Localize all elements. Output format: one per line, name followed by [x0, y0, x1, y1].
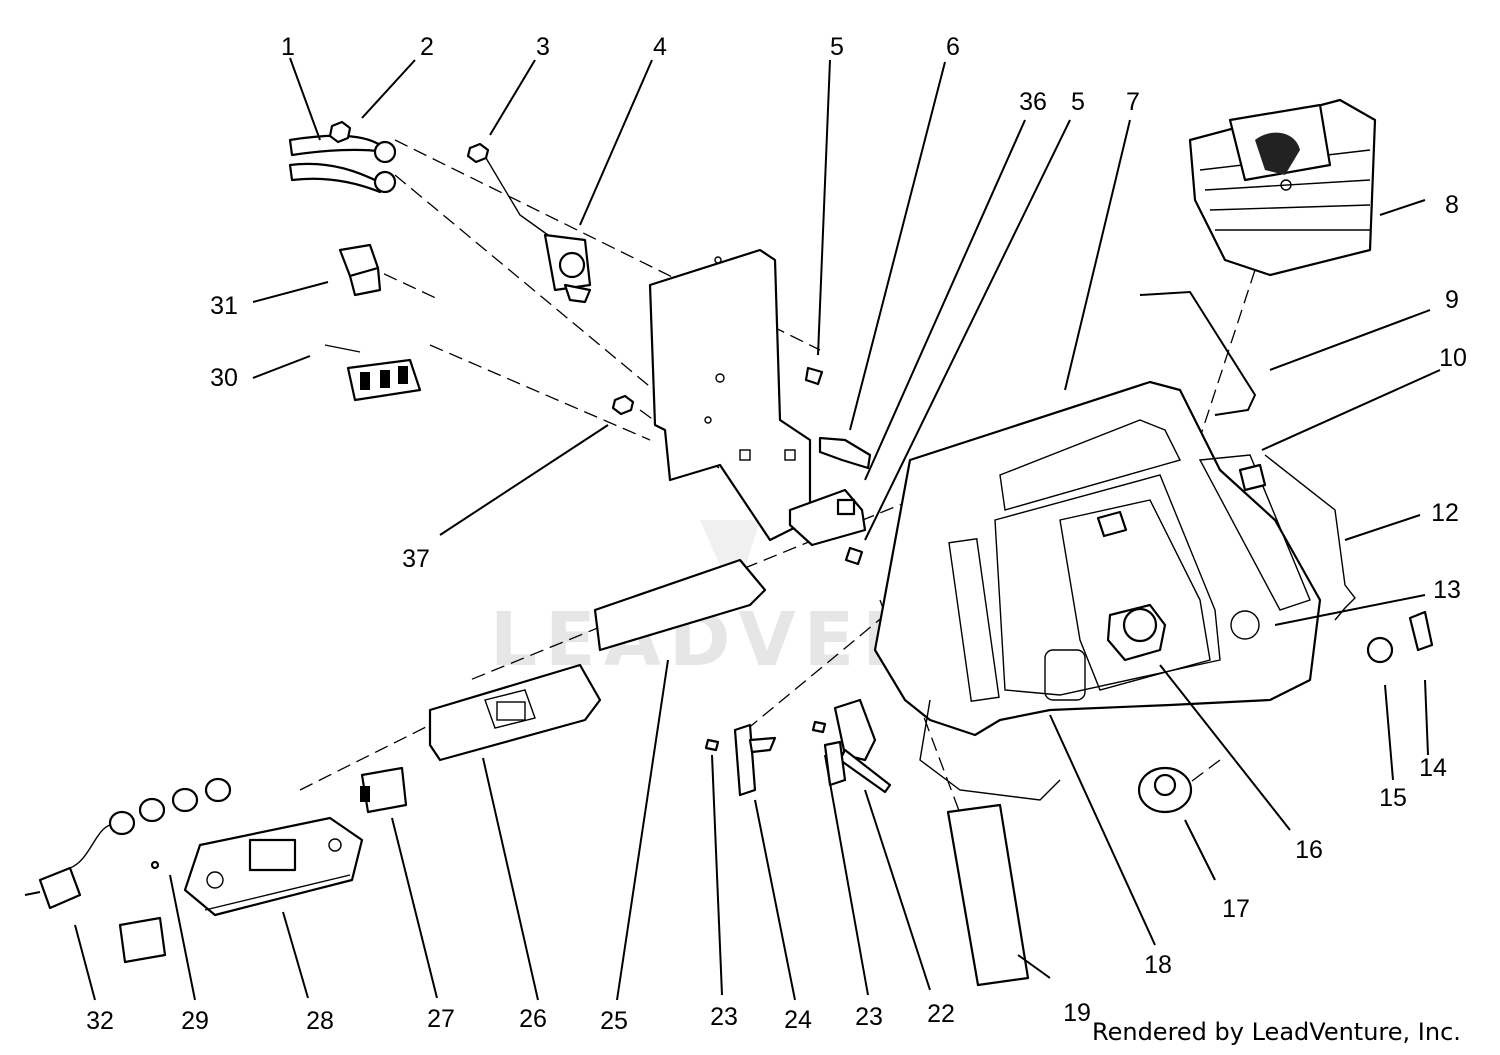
battery-cables [288, 134, 397, 194]
callout-30: 30 [210, 364, 238, 392]
callout-18: 18 [1144, 951, 1172, 979]
leader-lines [74, 57, 1441, 1001]
callout-numbers: 1 2 3 4 5 6 36 5 7 8 9 10 12 13 14 15 16… [86, 33, 1467, 1035]
callout-1: 1 [281, 33, 295, 61]
callout-26: 26 [519, 1005, 547, 1033]
callout-14: 14 [1419, 754, 1447, 782]
key-switch [818, 436, 872, 470]
screw-23-right [811, 720, 827, 734]
callout-19: 19 [1063, 999, 1091, 1027]
credit-text: Rendered by LeadVenture, Inc. [1092, 1018, 1461, 1046]
callout-13: 13 [1433, 576, 1461, 604]
fuse-block [324, 344, 422, 402]
callout-25: 25 [600, 1007, 628, 1035]
voltage-regulator [788, 488, 867, 547]
callout-17: 17 [1222, 895, 1250, 923]
callout-7: 7 [1126, 88, 1140, 116]
harness-connector [24, 824, 111, 910]
callout-10: 10 [1439, 344, 1467, 372]
solenoid [543, 233, 592, 304]
callout-24: 24 [784, 1006, 812, 1034]
callout-4: 4 [653, 33, 667, 61]
relay [338, 243, 382, 297]
screw-23-left [704, 738, 720, 752]
bracket-14 [1408, 610, 1434, 652]
screw-29 [150, 860, 160, 870]
nut-2 [328, 120, 352, 144]
callout-12: 12 [1431, 499, 1459, 527]
ignition-switch [1106, 603, 1167, 662]
mounting-bracket [648, 248, 812, 542]
callout-37: 37 [402, 545, 430, 573]
callout-8: 8 [1445, 191, 1459, 219]
headlight-housing [428, 663, 602, 762]
callout-29: 29 [181, 1007, 209, 1035]
grommets [108, 777, 232, 836]
callout-32: 32 [86, 1007, 114, 1035]
callout-23-right: 23 [855, 1003, 883, 1031]
shift-boot [1188, 98, 1377, 277]
callout-36: 36 [1019, 88, 1047, 116]
screw-5-upper [804, 366, 824, 386]
throttle-lever [823, 698, 892, 794]
callout-9: 9 [1445, 286, 1459, 314]
callout-22: 22 [927, 1000, 955, 1028]
callout-28: 28 [306, 1007, 334, 1035]
callout-5: 5 [830, 33, 844, 61]
dash-panel [873, 380, 1322, 801]
headlight-assembly [183, 816, 364, 917]
callout-27: 27 [427, 1005, 455, 1033]
choke-lever [733, 723, 777, 797]
nut-3 [466, 142, 490, 164]
rocker-switch [360, 766, 408, 814]
callout-31: 31 [210, 292, 238, 320]
callout-15: 15 [1379, 784, 1407, 812]
nut-37 [611, 394, 635, 416]
callout-5-second: 5 [1071, 88, 1085, 116]
callout-23-left: 23 [710, 1003, 738, 1031]
console-side-trim [1264, 454, 1356, 621]
callout-3: 3 [536, 33, 550, 61]
lens-cover [593, 558, 767, 652]
trim-strip [946, 803, 1030, 987]
callout-6: 6 [946, 33, 960, 61]
control-rod [1139, 290, 1257, 416]
callout-2: 2 [420, 33, 434, 61]
lens-29 [118, 916, 167, 964]
knob-15 [1366, 636, 1394, 664]
rotary-switch [1137, 766, 1193, 814]
screw-5-lower [844, 546, 864, 566]
callout-16: 16 [1295, 836, 1323, 864]
